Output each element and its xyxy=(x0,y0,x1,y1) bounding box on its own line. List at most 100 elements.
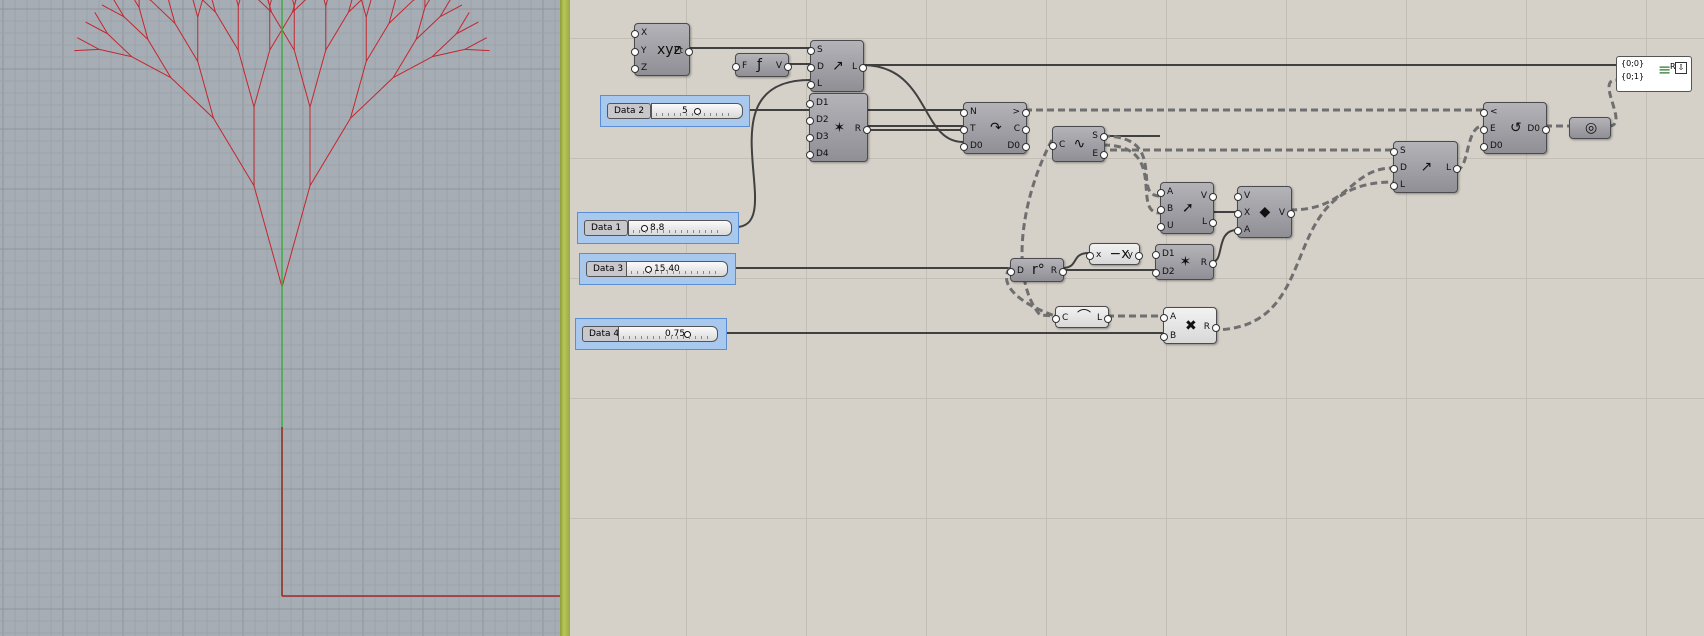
output-grip[interactable] xyxy=(863,125,871,134)
input-grip[interactable] xyxy=(1234,227,1242,236)
tree-branch xyxy=(197,0,203,18)
function-icon: ƒ xyxy=(757,57,762,73)
input-grip[interactable] xyxy=(631,47,639,56)
output-grip[interactable] xyxy=(1135,252,1143,260)
input-grip[interactable] xyxy=(1052,315,1060,323)
output-grip[interactable] xyxy=(1059,268,1067,276)
input-grip[interactable] xyxy=(1160,314,1168,323)
input-grip[interactable] xyxy=(1157,206,1165,214)
input-grip[interactable] xyxy=(807,81,815,90)
input-grip[interactable] xyxy=(807,64,815,72)
input-grip[interactable] xyxy=(1157,188,1165,197)
input-grip[interactable] xyxy=(806,116,814,125)
input-grip[interactable] xyxy=(1390,165,1398,173)
slider-track[interactable]: 0.75 xyxy=(618,326,718,342)
input-grip[interactable] xyxy=(1152,269,1160,277)
output-grip[interactable] xyxy=(1100,133,1108,141)
input-grip[interactable] xyxy=(1390,182,1398,191)
tree-branch xyxy=(237,0,241,6)
slider-data-1[interactable]: Data 1 8.8 xyxy=(577,212,739,244)
tree-branch xyxy=(77,37,100,50)
input-grip[interactable] xyxy=(1160,332,1168,341)
input-grip[interactable] xyxy=(960,108,968,117)
input-grip[interactable] xyxy=(1234,210,1242,218)
tree-branch xyxy=(464,48,490,52)
input-grip[interactable] xyxy=(806,99,814,108)
input-grip[interactable] xyxy=(1480,143,1488,152)
output-grip[interactable] xyxy=(1453,165,1461,173)
output-grip[interactable] xyxy=(1287,210,1295,218)
input-grip[interactable] xyxy=(1007,268,1015,276)
output-grip[interactable] xyxy=(685,47,693,56)
input-grip[interactable] xyxy=(1049,142,1057,150)
wire-layer xyxy=(688,47,1618,334)
input-pin-c: C xyxy=(1062,313,1069,323)
output-grip[interactable] xyxy=(1212,323,1220,332)
input-grip[interactable] xyxy=(960,143,968,152)
input-pin-d1: D1 xyxy=(1162,249,1175,259)
tree-branch xyxy=(213,118,255,187)
tree-branch xyxy=(107,33,133,58)
output-grip[interactable] xyxy=(1209,193,1217,201)
tree-branch xyxy=(236,0,239,6)
input-grip[interactable] xyxy=(806,134,814,143)
slider-track[interactable]: 15.40 xyxy=(626,261,728,277)
slider-track[interactable]: 8.8 xyxy=(628,220,732,236)
input-grip[interactable] xyxy=(1152,251,1160,259)
output-grip[interactable] xyxy=(1022,126,1030,134)
input-grip[interactable] xyxy=(960,126,968,134)
input-grip[interactable] xyxy=(732,63,740,71)
slider-data-4[interactable]: Data 4 0.75 xyxy=(575,318,727,350)
geometry-param-icon: ◎ xyxy=(1585,120,1598,136)
input-grip[interactable] xyxy=(631,65,639,74)
tree-branch xyxy=(323,0,327,6)
input-grip[interactable] xyxy=(1390,147,1398,156)
input-grip[interactable] xyxy=(1480,126,1488,134)
grasshopper-canvas[interactable]: Data 2 5 Data 1 8.8 Data 3 15.40 Data 4 … xyxy=(570,0,1704,636)
input-grip[interactable] xyxy=(807,46,815,55)
panel-menu-icon[interactable]: ⇩ xyxy=(1675,62,1687,74)
slider-track[interactable]: 5 xyxy=(651,103,743,119)
output-grip[interactable] xyxy=(784,63,792,71)
input-grip[interactable] xyxy=(631,29,639,38)
input-grip[interactable] xyxy=(806,151,814,160)
output-grip[interactable] xyxy=(1209,219,1217,227)
tree-branch xyxy=(348,0,353,13)
output-grip[interactable] xyxy=(1209,260,1217,268)
output-grip[interactable] xyxy=(1022,143,1030,152)
slider-data-3[interactable]: Data 3 15.40 xyxy=(579,253,736,285)
input-pin-d: D xyxy=(817,62,824,72)
output-grip[interactable] xyxy=(1100,151,1108,159)
output-grip[interactable] xyxy=(1022,108,1030,117)
input-grip[interactable] xyxy=(1480,108,1488,117)
viewport-splitter[interactable] xyxy=(560,0,570,636)
rhino-viewport[interactable] xyxy=(0,0,560,636)
wire-tree xyxy=(1020,139,1056,318)
data-panel[interactable]: {0;0} {0;1} ≡ R ⇩ xyxy=(1616,56,1692,92)
input-pin-d0: D0 xyxy=(1490,141,1503,152)
input-grip[interactable] xyxy=(1157,223,1165,232)
tree-branch xyxy=(267,0,272,13)
slider-data-2[interactable]: Data 2 5 xyxy=(600,95,750,127)
input-grip[interactable] xyxy=(1086,252,1094,260)
geometry-param-component[interactable]: ◎ xyxy=(1569,117,1611,139)
input-grip[interactable] xyxy=(1234,192,1242,201)
output-grip[interactable] xyxy=(1104,315,1112,323)
output-grip[interactable] xyxy=(859,64,867,72)
output-grip[interactable] xyxy=(1542,126,1550,134)
